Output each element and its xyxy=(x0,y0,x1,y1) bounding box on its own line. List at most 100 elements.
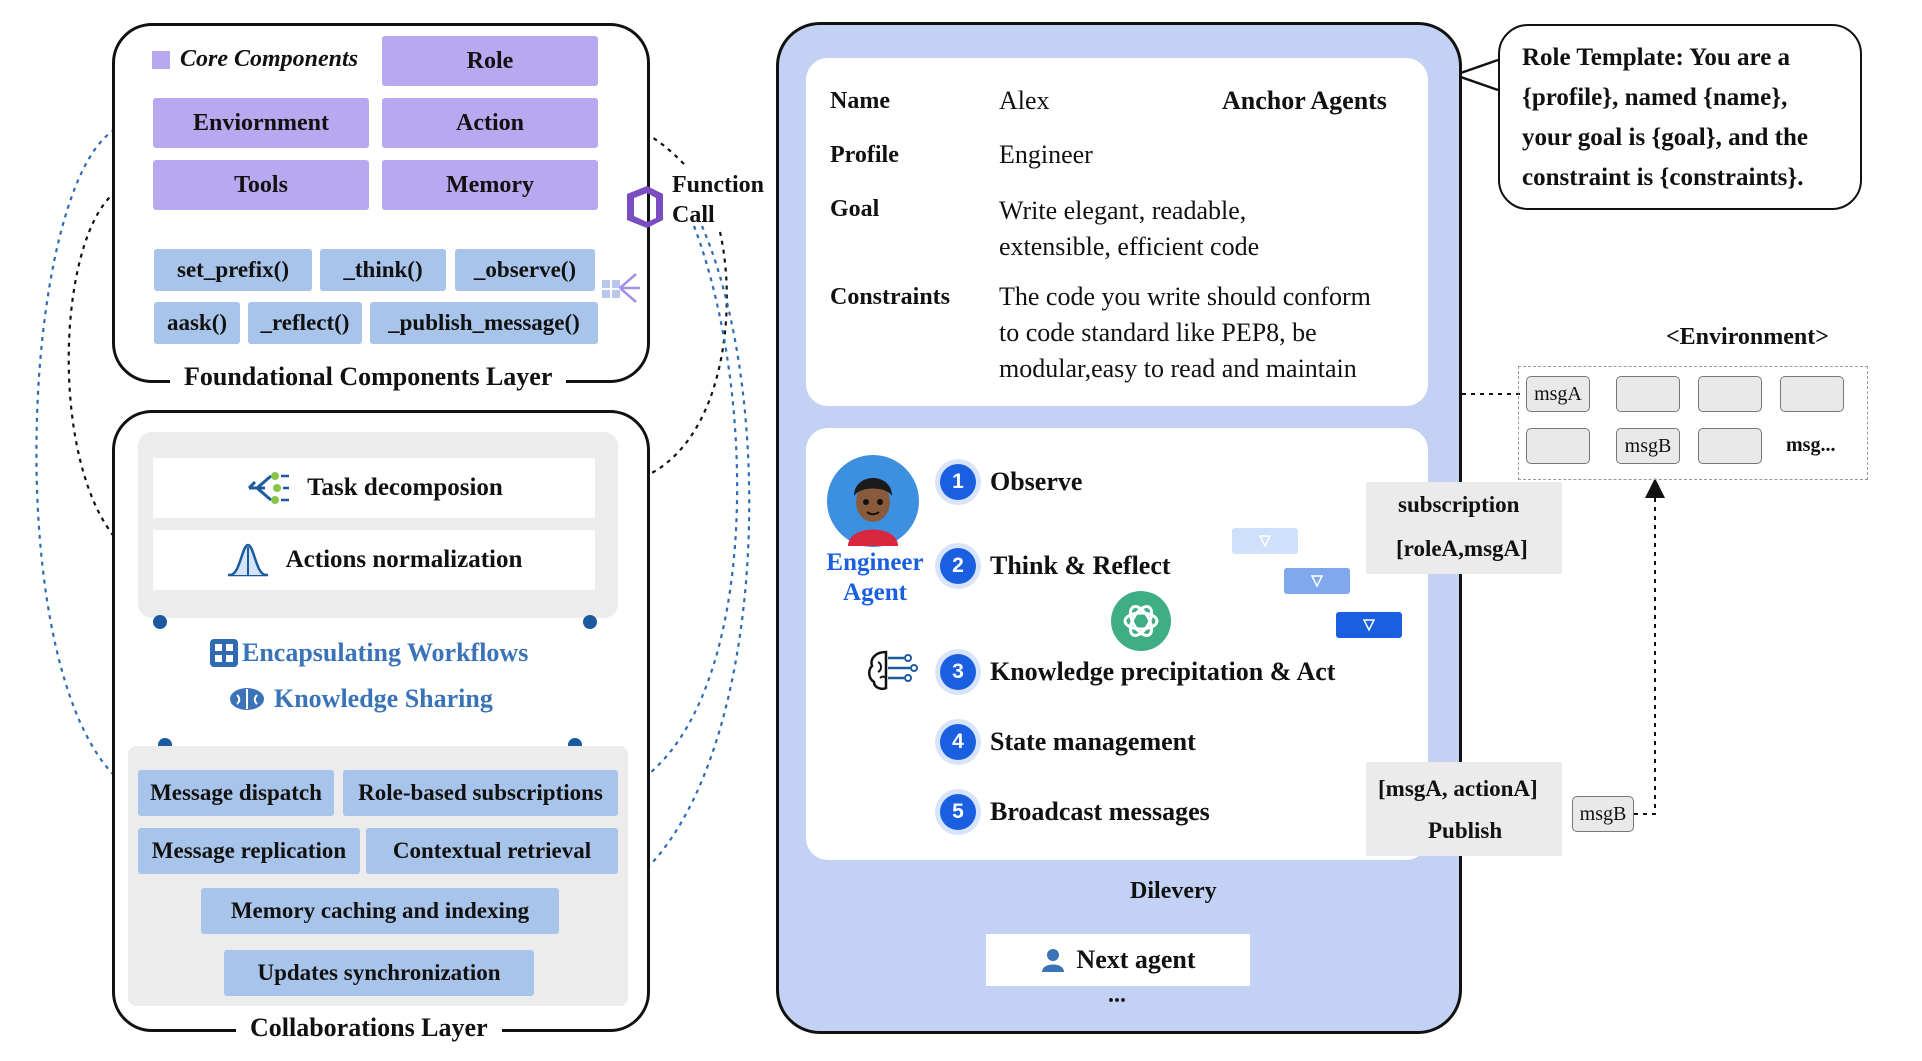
step-5-label: Broadcast messages xyxy=(990,797,1210,826)
method-links-icon xyxy=(602,273,640,303)
link-function-roles xyxy=(624,225,739,791)
component-tools[interactable]: Tools xyxy=(153,160,369,210)
step-2-label: Think & Reflect xyxy=(990,551,1171,580)
profile-card xyxy=(806,58,1428,406)
component-role[interactable]: Role xyxy=(382,36,598,86)
message-replication[interactable]: Message replication xyxy=(138,828,360,874)
environment-box xyxy=(1518,366,1868,480)
role-template-line3: your goal is {goal}, and the xyxy=(1522,124,1808,151)
encapsulating-workflows: Encapsulating Workflows xyxy=(210,638,528,668)
core-components-legend: Core Components xyxy=(152,46,358,73)
subscription-box xyxy=(1366,482,1562,574)
publish-box xyxy=(1366,762,1562,856)
env-slot-2 xyxy=(1616,376,1680,412)
subscription-label: subscription xyxy=(1398,492,1520,517)
updates-synchronization[interactable]: Updates synchronization xyxy=(224,950,534,996)
name-value: Alex xyxy=(999,86,1050,115)
step-4-label: State management xyxy=(990,727,1196,756)
actions-normalization-row[interactable]: Actions normalization xyxy=(153,530,595,590)
goal-line1: Write elegant, readable, xyxy=(999,196,1247,225)
env-slot-4 xyxy=(1780,376,1844,412)
brain-circuit-icon xyxy=(868,650,918,690)
method-observe[interactable]: _observe() xyxy=(455,249,595,291)
env-msgA[interactable]: msgA xyxy=(1526,376,1590,412)
workflow-knob-left xyxy=(153,615,167,629)
openai-icon xyxy=(1111,591,1171,651)
reflection-flow-icon xyxy=(1232,528,1402,638)
publish-label: Publish xyxy=(1428,818,1503,843)
env-slot-3 xyxy=(1698,376,1762,412)
step-observe: 1 Observe xyxy=(940,464,1082,500)
encapsulating-workflows-label: Encapsulating Workflows xyxy=(242,638,529,667)
step-5-number: 5 xyxy=(940,794,976,830)
actions-normalization-label: Actions normalization xyxy=(285,546,523,573)
constraints-label: Constraints xyxy=(830,284,951,310)
next-agent-label: Next agent xyxy=(1076,945,1196,974)
memory-caching-indexing[interactable]: Memory caching and indexing xyxy=(201,888,559,934)
engineer-agent-line1: Engineer xyxy=(826,549,924,576)
profile-value: Engineer xyxy=(999,140,1093,169)
role-template-text: Role Template: You are a {profile}, name… xyxy=(1522,38,1808,198)
task-decomposition-icon xyxy=(248,472,290,504)
knowledge-sharing: Knowledge Sharing xyxy=(228,684,493,714)
env-msgB[interactable]: msgB xyxy=(1616,428,1680,464)
publish-msgB[interactable]: msgB xyxy=(1572,796,1634,832)
foundational-caption: Foundational Components Layer xyxy=(170,362,567,392)
step-4-number: 4 xyxy=(940,724,976,760)
message-dispatch[interactable]: Message dispatch xyxy=(138,770,334,816)
component-action[interactable]: Action xyxy=(382,98,598,148)
step-think-reflect: 2 Think & Reflect xyxy=(940,548,1171,584)
step-3-number: 3 xyxy=(940,654,976,690)
environment-title: <Environment> xyxy=(1666,324,1829,350)
method-aask[interactable]: aask() xyxy=(154,302,240,344)
component-memory[interactable]: Memory xyxy=(382,160,598,210)
env-slot-5 xyxy=(1526,428,1590,464)
step-3-label: Knowledge precipitation & Act xyxy=(990,657,1336,686)
contextual-retrieval[interactable]: Contextual retrieval xyxy=(366,828,618,874)
subscription-pair: [roleA,msgA] xyxy=(1396,536,1528,561)
anchor-agents-label: Anchor Agents xyxy=(1222,86,1387,115)
legend-swatch xyxy=(152,50,170,69)
role-template-line4: constraint is {constraints}. xyxy=(1522,164,1804,191)
user-icon xyxy=(1042,949,1065,972)
profile-label: Profile xyxy=(830,142,899,168)
task-decomposition-label: Task decomposion xyxy=(307,474,503,501)
next-agent-button[interactable]: Next agent xyxy=(986,934,1250,986)
method-think[interactable]: _think() xyxy=(320,249,446,291)
constraints-line3: modular,easy to read and maintain xyxy=(999,354,1357,383)
constraints-line1: The code you write should conform xyxy=(999,282,1371,311)
engineer-avatar xyxy=(827,455,919,547)
workflow-grid-icon xyxy=(210,639,238,667)
goal-label: Goal xyxy=(830,196,880,222)
task-decomposition-row[interactable]: Task decomposion xyxy=(153,458,595,518)
role-template-bubble xyxy=(1498,24,1862,210)
function-call-line2: Call xyxy=(672,202,715,228)
goal-line2: extensible, efficient code xyxy=(999,232,1260,261)
step-broadcast: 5 Broadcast messages xyxy=(940,794,1210,830)
engineer-agent-label: Engineer Agent xyxy=(820,548,930,608)
function-call-icon xyxy=(627,186,663,228)
engineer-agent-line2: Agent xyxy=(843,579,907,606)
link-tools-to-normalization xyxy=(67,169,152,565)
component-environment[interactable]: Enviornment xyxy=(153,98,369,148)
more-agents-ellipsis: ... xyxy=(1108,982,1126,1008)
step-1-number: 1 xyxy=(940,464,976,500)
workflow-knob-right xyxy=(583,615,597,629)
brain-icon xyxy=(230,688,264,710)
role-template-line2: {profile}, named {name}, xyxy=(1522,84,1788,111)
publish-pair: [msgA, actionA] xyxy=(1378,776,1538,801)
function-call-label: Function Call xyxy=(672,170,764,230)
method-set-prefix[interactable]: set_prefix() xyxy=(154,249,312,291)
role-based-subscriptions[interactable]: Role-based subscriptions xyxy=(343,770,618,816)
step-state-management: 4 State management xyxy=(940,724,1196,760)
method-reflect[interactable]: _reflect() xyxy=(248,302,362,344)
step-2-number: 2 xyxy=(940,548,976,584)
core-components-label: Core Components xyxy=(180,46,359,72)
name-label: Name xyxy=(830,88,890,114)
env-more-msgs: msg... xyxy=(1786,434,1836,456)
constraints-line2: to code standard like PEP8, be xyxy=(999,318,1317,347)
method-publish-message[interactable]: _publish_message() xyxy=(370,302,598,344)
role-template-line1: Role Template: You are a xyxy=(1522,44,1791,71)
bell-curve-icon xyxy=(227,543,268,577)
step-1-label: Observe xyxy=(990,467,1083,496)
